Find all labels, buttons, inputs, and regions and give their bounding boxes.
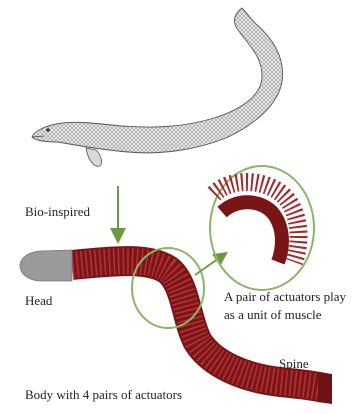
callout-arrow (195, 256, 222, 275)
eel-illustration (32, 8, 283, 166)
eel-body (32, 8, 283, 153)
eel-pectoral-fin (86, 148, 102, 166)
label-actuator-pair-line2: as a unit of muscle (224, 306, 321, 323)
actuator-arc-inner (222, 202, 282, 262)
label-head: Head (25, 292, 52, 309)
robot-tail-cap (318, 372, 332, 404)
eel-eye (46, 128, 50, 132)
robot-head (20, 250, 72, 281)
label-spine: Spine (279, 355, 309, 372)
label-body: Body with 4 pairs of actuators (25, 386, 182, 403)
label-actuator-pair-line1: A pair of actuators play (224, 288, 346, 305)
label-bio-inspired: Bio-inspired (25, 203, 90, 220)
magnified-actuator-pair (214, 182, 298, 262)
